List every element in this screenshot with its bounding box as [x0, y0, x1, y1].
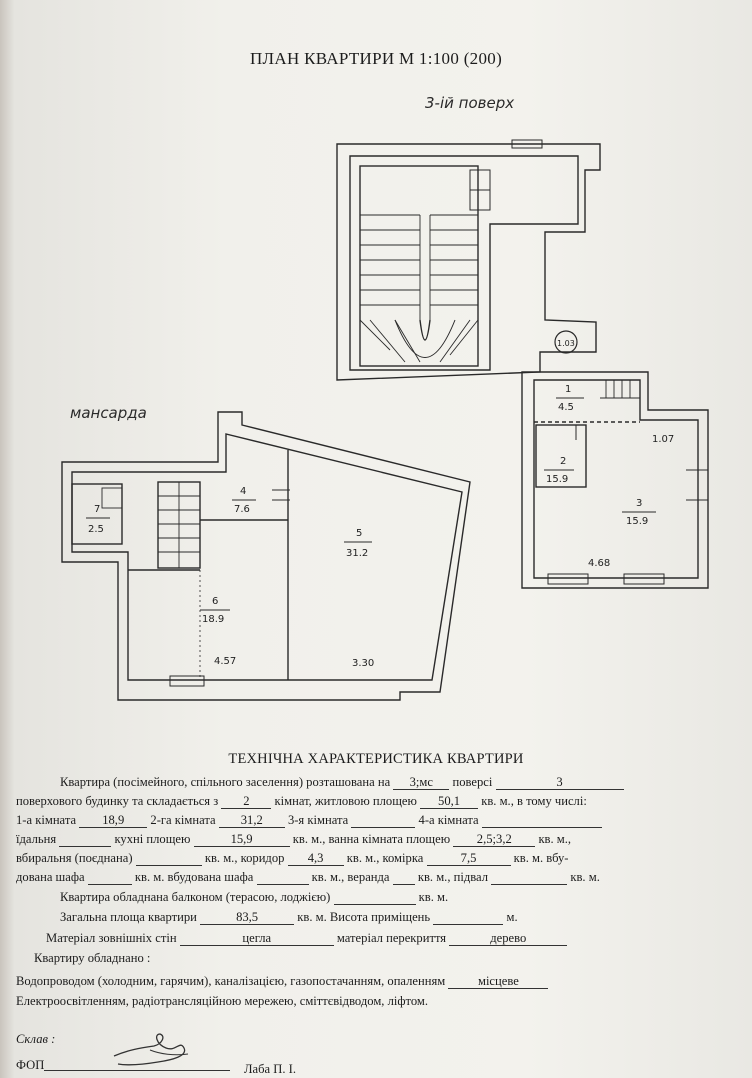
- tech-line-8: Загальна площа квартири 83,5 кв. м. Висо…: [60, 910, 518, 925]
- field-total-area: 83,5: [200, 910, 295, 925]
- room-3-area: 15.9: [626, 516, 648, 527]
- field-heating: місцеве: [448, 974, 549, 989]
- room-4-area: 7.6: [234, 504, 250, 515]
- tech-line-10: Квартиру обладнано :: [34, 951, 151, 965]
- room-7-area: 2.5: [88, 524, 104, 535]
- field-builtin-1: [87, 870, 132, 885]
- room-5-area: 31.2: [346, 548, 368, 559]
- room-2-area: 15.9: [546, 474, 568, 485]
- tech-line-1: Квартира (посімейного, спільного заселен…: [60, 774, 624, 790]
- room-4-num: 4: [240, 486, 246, 497]
- tech-line-11: Водопроводом (холодним, гарячим), каналі…: [16, 973, 549, 989]
- plan-title: ПЛАН КВАРТИРИ М 1:100 (200): [249, 49, 503, 68]
- field-room2: 31,2: [218, 813, 285, 828]
- room-6-num: 6: [212, 596, 218, 607]
- field-bathroom: 2,5;3,2: [453, 832, 536, 847]
- dim-room6-width: 4.57: [214, 656, 236, 667]
- field-rooms: 2: [221, 794, 272, 809]
- dim-room5-width: 3.30: [352, 658, 374, 669]
- signature-role-1: Склав :: [16, 1032, 56, 1046]
- tech-line-12: Електроосвітленням, радіотрансляційною м…: [16, 994, 429, 1008]
- field-floor-material: дерево: [449, 931, 568, 946]
- field-room3: [351, 813, 416, 828]
- signature-name: Лаба П. І.: [244, 1062, 297, 1076]
- field-balcony: [333, 890, 416, 905]
- field-wall-material: цегла: [179, 931, 334, 946]
- field-floors-count: 3: [495, 775, 624, 790]
- tech-line-3: 1-а кімната 18,9 2-га кімната 31,2 3-я к…: [16, 812, 602, 828]
- handwritten-signature-icon: [113, 1033, 189, 1066]
- tech-line-5: вбиральня (поєднана) кв. м., коридор 4,3…: [16, 851, 569, 866]
- page-edge-shadow: [0, 0, 14, 1078]
- field-room1: 18,9: [79, 813, 148, 828]
- stair-turn: [419, 319, 431, 341]
- dim-room3-width: 4.68: [588, 558, 610, 569]
- floor3-label: 3-ій поверх: [425, 94, 515, 112]
- field-basement: [491, 870, 568, 885]
- floor-plan-drawing: 1 4.5 2 15.9 3 15.9 4 7.6 5 31.2 6 18.9 …: [61, 139, 709, 701]
- room-1-area: 4.5: [558, 402, 574, 413]
- room-3-num: 3: [636, 498, 642, 509]
- field-room4: [481, 813, 602, 828]
- field-builtin-2: [256, 870, 309, 885]
- height-mark-circle: [554, 330, 578, 354]
- tech-line-9: Матеріал зовнішніх стін цегла матеріал п…: [46, 930, 568, 946]
- field-closet: 7,5: [426, 851, 511, 866]
- mansard-outer-walls: [61, 411, 471, 701]
- stair-shaft: [359, 165, 479, 367]
- tech-line-4: їдальня кухні площею 15,9 кв. м., ванна …: [16, 832, 572, 847]
- field-toilet: [135, 851, 202, 866]
- room-1-num: 1: [565, 384, 571, 395]
- room-7-walls: [71, 483, 123, 545]
- room-labels: 1 4.5 2 15.9 3 15.9 4 7.6 5 31.2 6 18.9 …: [86, 384, 656, 625]
- tech-line-6: дована шафа кв. м. вбудована шафа кв. м.…: [16, 870, 600, 885]
- mansard-label: мансарда: [70, 404, 147, 422]
- floor3-apartment-walls: [521, 371, 709, 589]
- room-7-num: 7: [94, 504, 100, 515]
- stairwell-inner-wall: [349, 155, 579, 371]
- height-mark: 1.03: [557, 339, 575, 348]
- signature-underline: [44, 1070, 230, 1071]
- stair-treads: [359, 214, 479, 363]
- field-floor: 3;мс: [393, 775, 450, 790]
- room-6-area: 18.9: [202, 614, 224, 625]
- field-ceiling-height: [433, 910, 504, 925]
- tech-line-2: поверхового будинку та складається з 2 к…: [16, 794, 587, 809]
- field-kitchen: 15,9: [193, 832, 290, 847]
- field-veranda: [392, 870, 415, 885]
- dimension-labels: 4.57 3.30 4.68 1.07 1.03: [214, 339, 674, 669]
- tech-title: ТЕХНІЧНА ХАРАКТЕРИСТИКА КВАРТИРИ: [228, 751, 524, 767]
- field-corridor: 4,3: [287, 851, 344, 866]
- tech-line-7: Квартира обладнана балконом (терасою, ло…: [60, 890, 449, 905]
- room-2-num: 2: [560, 456, 566, 467]
- field-dining: [59, 832, 112, 847]
- dim-room3-depth: 1.07: [652, 434, 674, 445]
- room-5-num: 5: [356, 528, 362, 539]
- field-living-area: 50,1: [420, 794, 479, 809]
- signature-role-2: ФОП: [16, 1058, 45, 1072]
